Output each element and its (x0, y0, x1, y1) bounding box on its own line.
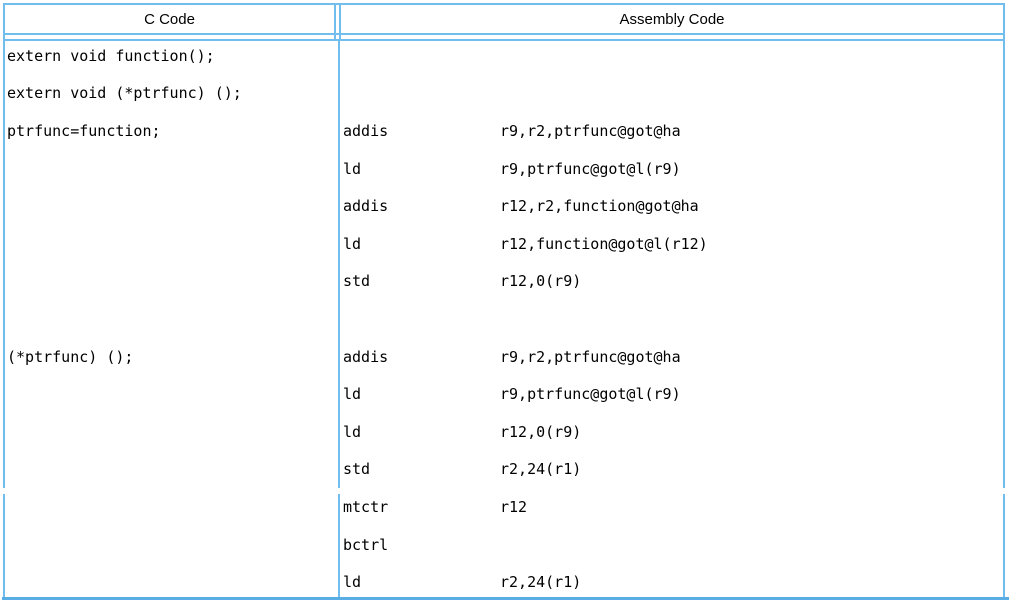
asm-mnemonic: ld (343, 385, 362, 404)
c-code-line: ptrfunc=function; (7, 112, 333, 150)
c-code-line (7, 413, 333, 451)
asm-mnemonic: ld (343, 159, 362, 178)
c-code-line (7, 300, 333, 338)
header-rule-outer (3, 33, 1005, 35)
c-code-line (7, 263, 333, 301)
c-code-line: extern void function(); (7, 37, 333, 75)
assembly-code-column: addis r9,r2,ptrfunc@got@ha ld r9,ptrfunc@go… (343, 37, 1001, 601)
header-c-code: C Code (144, 10, 195, 28)
asm-line: ld r9,ptrfunc@got@l(r9) (343, 150, 1001, 188)
table-border-left-upper (3, 3, 5, 488)
asm-line: mtctr r12 (343, 488, 1001, 526)
asm-operands: r2,24(r1) (500, 573, 582, 592)
c-code-text: ptrfunc=function; (7, 121, 161, 140)
c-code-text: extern void function(); (7, 46, 215, 65)
c-code-line: extern void (*ptrfunc) (); (7, 75, 333, 113)
asm-mnemonic: addis (343, 347, 389, 366)
c-code-text: extern void (*ptrfunc) (); (7, 84, 242, 103)
c-code-line (7, 187, 333, 225)
asm-operands: r9,r2,ptrfunc@got@ha (500, 121, 681, 140)
table-border-top (3, 3, 1005, 5)
c-code-line (7, 488, 333, 526)
c-code-column: extern void function(); extern void (*ptr… (7, 37, 333, 601)
asm-operands: r9,ptrfunc@got@l(r9) (500, 159, 681, 178)
header-rule-inner (3, 39, 1005, 41)
asm-line: addis r9,r2,ptrfunc@got@ha (343, 112, 1001, 150)
asm-line (343, 37, 1001, 75)
c-code-line (7, 375, 333, 413)
asm-operands: r12,0(r9) (500, 272, 582, 291)
asm-line: std r12,0(r9) (343, 263, 1001, 301)
asm-line: std r2,24(r1) (343, 451, 1001, 489)
asm-operands: r9,r2,ptrfunc@got@ha (500, 347, 681, 366)
table-border-bottom (2, 597, 1009, 600)
asm-line: ld r2,24(r1) (343, 563, 1001, 601)
asm-line: ld r12,function@got@l(r12) (343, 225, 1001, 263)
table-border-right-upper (1003, 3, 1005, 488)
asm-line: ld r12,0(r9) (343, 413, 1001, 451)
asm-operands: r12,function@got@l(r12) (500, 234, 708, 253)
asm-line: addis r12,r2,function@got@ha (343, 187, 1001, 225)
asm-operands: r9,ptrfunc@got@l(r9) (500, 385, 681, 404)
asm-mnemonic: ld (343, 234, 362, 253)
c-code-text: (*ptrfunc) (); (7, 347, 134, 366)
asm-line (343, 75, 1001, 113)
c-code-line (7, 563, 333, 601)
c-code-line (7, 526, 333, 564)
asm-line (343, 300, 1001, 338)
asm-operands: r12 (500, 497, 528, 516)
table-border-left-lower (3, 494, 5, 598)
column-divider-upper (338, 41, 340, 488)
header-column-divider-right (339, 3, 341, 41)
asm-mnemonic: std (343, 272, 371, 291)
table-border-right-lower (1003, 494, 1005, 598)
asm-mnemonic: mtctr (343, 497, 389, 516)
c-code-line (7, 150, 333, 188)
asm-mnemonic: std (343, 460, 371, 479)
asm-mnemonic: bctrl (343, 535, 389, 554)
asm-operands: r2,24(r1) (500, 460, 582, 479)
header-assembly-code: Assembly Code (619, 10, 725, 28)
asm-line: ld r9,ptrfunc@got@l(r9) (343, 375, 1001, 413)
asm-line: addis r9,r2,ptrfunc@got@ha (343, 338, 1001, 376)
asm-mnemonic: ld (343, 573, 362, 592)
asm-mnemonic: addis (343, 121, 389, 140)
column-divider-lower (338, 494, 340, 597)
header-column-divider-left (334, 3, 336, 41)
asm-mnemonic: ld (343, 422, 362, 441)
c-code-line (7, 225, 333, 263)
c-code-line: (*ptrfunc) (); (7, 338, 333, 376)
asm-operands: r12,0(r9) (500, 422, 582, 441)
asm-line: bctrl (343, 526, 1001, 564)
c-code-line (7, 451, 333, 489)
asm-mnemonic: addis (343, 197, 389, 216)
asm-operands: r12,r2,function@got@ha (500, 197, 699, 216)
